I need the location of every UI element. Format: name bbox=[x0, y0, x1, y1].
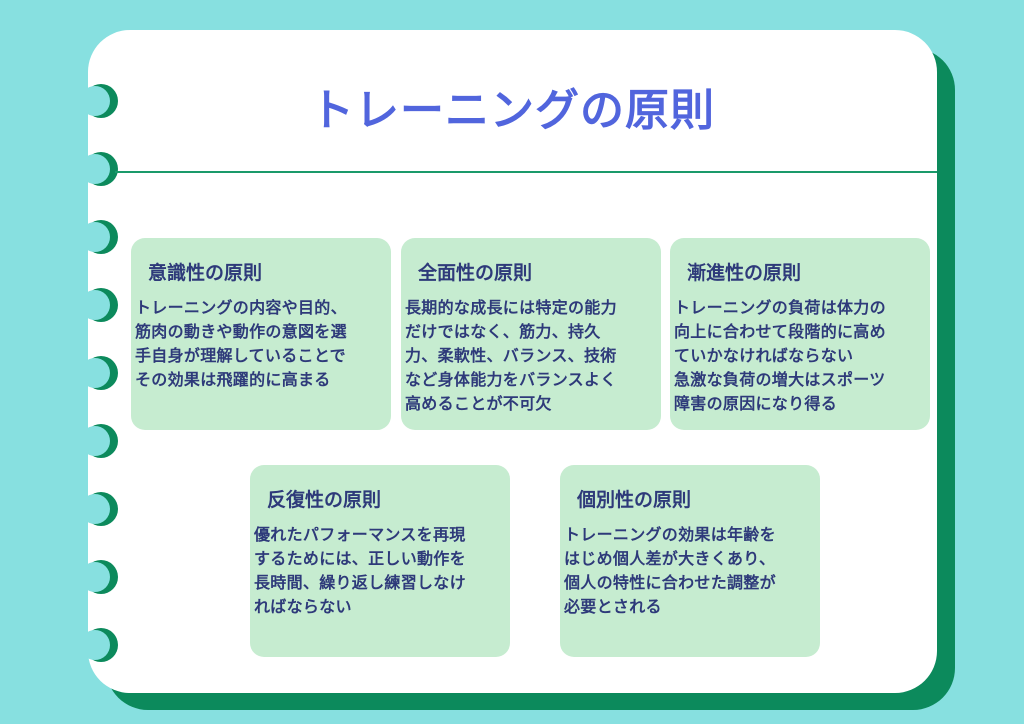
card-line: など身体能力をバランスよく bbox=[405, 370, 617, 389]
card-line: ればならない bbox=[254, 597, 352, 616]
card-line: するためには、正しい動作を bbox=[254, 549, 466, 568]
principle-card-progression: 漸進性の原則 トレーニングの負荷は体力の 向上に合わせて段階的に高め ていかなけ… bbox=[670, 238, 930, 430]
binder-hole bbox=[80, 494, 110, 524]
card-line: 障害の原因になり得る bbox=[674, 394, 838, 413]
card-line: 個人の特性に合わせた調整が bbox=[564, 573, 776, 592]
binder-hole bbox=[80, 154, 110, 184]
binder-hole bbox=[80, 222, 110, 252]
binder-hole bbox=[80, 562, 110, 592]
card-line: トレーニングの内容や目的、 bbox=[135, 298, 347, 317]
card-line: 優れたパフォーマンスを再現 bbox=[254, 525, 466, 544]
binder-hole bbox=[80, 630, 110, 660]
card-body: 優れたパフォーマンスを再現 するためには、正しい動作を 長時間、繰り返し練習しな… bbox=[254, 523, 466, 619]
card-heading: 個別性の原則 bbox=[577, 489, 692, 511]
card-line: 必要とされる bbox=[564, 597, 662, 616]
card-line: その効果は飛躍的に高まる bbox=[135, 370, 331, 389]
title-divider bbox=[115, 171, 937, 173]
principle-card-consciousness: 意識性の原則 トレーニングの内容や目的、 筋肉の動きや動作の意図を選 手自身が理… bbox=[131, 238, 391, 430]
card-line: 長時間、繰り返し練習しなけ bbox=[254, 573, 466, 592]
card-line: 高めることが不可欠 bbox=[405, 394, 552, 413]
card-line: だけではなく、筋力、持久 bbox=[405, 322, 601, 341]
principle-card-individuality: 個別性の原則 トレーニングの効果は年齢を はじめ個人差が大きくあり、 個人の特性… bbox=[560, 465, 820, 657]
card-line: はじめ個人差が大きくあり、 bbox=[564, 549, 776, 568]
card-body: 長期的な成長には特定の能力 だけではなく、筋力、持久 力、柔軟性、バランス、技術… bbox=[405, 296, 617, 416]
card-line: トレーニングの効果は年齢を bbox=[564, 525, 776, 544]
card-heading: 意識性の原則 bbox=[148, 262, 263, 284]
card-line: 急激な負荷の増大はスポーツ bbox=[674, 370, 886, 389]
card-body: トレーニングの効果は年齢を はじめ個人差が大きくあり、 個人の特性に合わせた調整… bbox=[564, 523, 776, 619]
card-line: 力、柔軟性、バランス、技術 bbox=[405, 346, 617, 365]
card-line: 筋肉の動きや動作の意図を選 bbox=[135, 322, 347, 341]
card-body: トレーニングの負荷は体力の 向上に合わせて段階的に高め ていかなければならない … bbox=[674, 296, 886, 416]
page-title: トレーニングの原則 bbox=[310, 85, 715, 136]
principle-card-repetition: 反復性の原則 優れたパフォーマンスを再現 するためには、正しい動作を 長時間、繰… bbox=[250, 465, 510, 657]
binder-hole bbox=[80, 290, 110, 320]
card-line: 長期的な成長には特定の能力 bbox=[405, 298, 617, 317]
card-heading: 全面性の原則 bbox=[418, 262, 533, 284]
card-line: 向上に合わせて段階的に高め bbox=[674, 322, 886, 341]
card-heading: 反復性の原則 bbox=[267, 489, 382, 511]
binder-hole bbox=[80, 358, 110, 388]
principle-card-comprehensiveness: 全面性の原則 長期的な成長には特定の能力 だけではなく、筋力、持久 力、柔軟性、… bbox=[401, 238, 661, 430]
card-body: トレーニングの内容や目的、 筋肉の動きや動作の意図を選 手自身が理解していること… bbox=[135, 296, 347, 392]
card-line: ていかなければならない bbox=[674, 346, 854, 365]
card-line: トレーニングの負荷は体力の bbox=[674, 298, 886, 317]
card-line: 手自身が理解していることで bbox=[135, 346, 346, 365]
card-heading: 漸進性の原則 bbox=[687, 262, 802, 284]
binder-hole bbox=[80, 426, 110, 456]
binder-hole bbox=[80, 86, 110, 116]
